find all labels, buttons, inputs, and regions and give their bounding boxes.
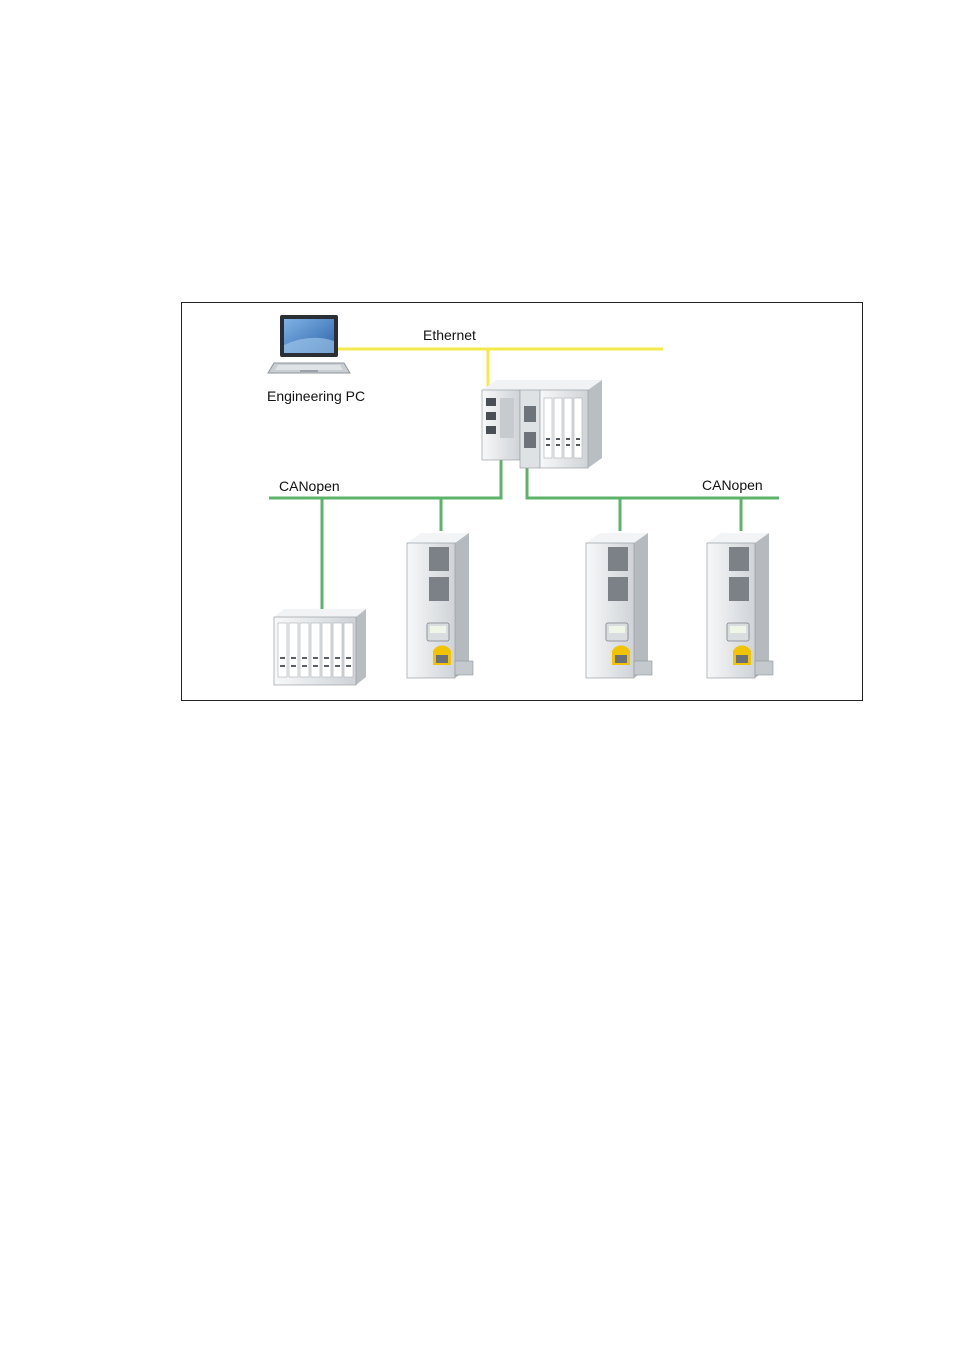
servo-drive-icon-2 xyxy=(586,533,652,678)
network-diagram xyxy=(182,303,864,702)
laptop-icon xyxy=(268,315,350,373)
canopen-bus-left xyxy=(269,429,517,611)
network-diagram-frame: Ethernet Engineering PC CANopen CANopen xyxy=(181,302,863,701)
servo-drive-icon-1 xyxy=(407,533,473,678)
controller-icon xyxy=(482,380,602,468)
io-module-icon xyxy=(274,609,366,685)
canopen-right-label: CANopen xyxy=(702,477,763,493)
canopen-left-label: CANopen xyxy=(279,478,340,494)
ethernet-label: Ethernet xyxy=(423,327,476,343)
engineering-pc-label: Engineering PC xyxy=(267,388,365,404)
servo-drive-icon-3 xyxy=(707,533,773,678)
